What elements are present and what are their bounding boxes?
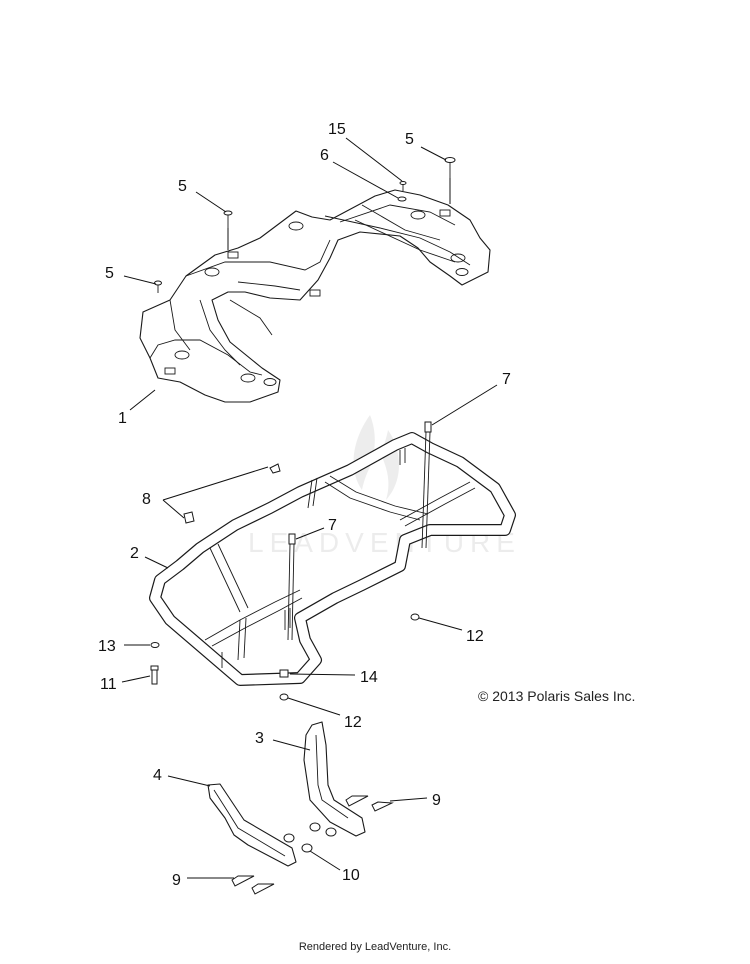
nut-part-12-b xyxy=(279,693,289,701)
callout-3: 3 xyxy=(255,730,264,747)
callout-15: 15 xyxy=(328,121,346,138)
rack-frame-part-2 xyxy=(149,432,516,686)
nut-part-10 xyxy=(283,822,337,853)
bolt-part-9-b xyxy=(231,875,275,895)
callout-2: 2 xyxy=(130,545,139,562)
callout-7-top: 7 xyxy=(502,371,511,388)
callout-12-right: 12 xyxy=(466,628,484,645)
callout-9-left: 9 xyxy=(172,872,181,889)
callout-13: 13 xyxy=(98,638,116,655)
bracket-part-3 xyxy=(303,721,366,837)
callout-5-middle: 5 xyxy=(178,178,187,195)
callout-9-right: 9 xyxy=(432,792,441,809)
screw-part-5-b xyxy=(223,210,233,228)
bolt-part-7-a xyxy=(421,421,432,549)
nut-part-12-a xyxy=(410,613,420,621)
callout-5-top-right: 5 xyxy=(405,131,414,148)
copyright-text: © 2013 Polaris Sales Inc. xyxy=(478,688,636,704)
callout-10: 10 xyxy=(342,867,360,884)
washer-part-6 xyxy=(397,196,407,202)
rack-panel-part-1 xyxy=(139,189,491,403)
callout-12-lower: 12 xyxy=(344,714,362,731)
clip-part-8-a xyxy=(269,463,281,474)
clip-part-8-b xyxy=(183,511,195,524)
rendered-by-footer: Rendered by LeadVenture, Inc. xyxy=(298,941,452,953)
callout-7-middle: 7 xyxy=(328,517,337,534)
callout-1: 1 xyxy=(118,410,127,427)
nut-part-14 xyxy=(279,669,289,678)
callout-4: 4 xyxy=(153,767,162,784)
bracket-part-4 xyxy=(207,783,297,867)
washer-part-13 xyxy=(150,642,160,648)
bolt-part-11 xyxy=(150,665,159,685)
screw-part-5-c xyxy=(154,280,162,293)
callout-11: 11 xyxy=(100,676,117,693)
callout-14: 14 xyxy=(360,669,378,686)
screw-part-5-a xyxy=(444,157,456,178)
bolt-part-7-b xyxy=(287,533,296,641)
callout-5-left: 5 xyxy=(105,265,114,282)
leader-lines xyxy=(121,137,498,879)
callout-labels: 15 6 5 5 5 1 7 8 2 7 13 11 14 12 12 3 4 … xyxy=(98,121,511,889)
callout-8: 8 xyxy=(142,491,151,508)
screw-part-15 xyxy=(399,181,407,191)
bolt-part-9-a xyxy=(345,795,394,812)
callout-6: 6 xyxy=(320,147,329,164)
